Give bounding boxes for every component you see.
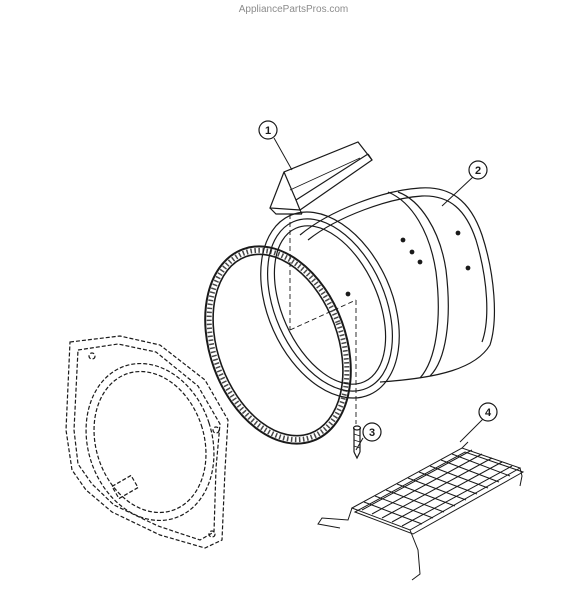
callout-3: 3 <box>362 422 382 442</box>
callout-leaders <box>273 137 485 451</box>
callout-2-number: 2 <box>475 165 481 177</box>
drum-seal-ring <box>204 245 352 445</box>
callout-3-number: 3 <box>369 427 375 439</box>
alignment-guides <box>289 214 357 424</box>
drum <box>260 187 496 399</box>
callout-1-number: 1 <box>265 125 271 137</box>
callout-4-number: 4 <box>485 407 492 419</box>
site-watermark: AppliancePartsPros.com <box>238 4 349 15</box>
front-bulkhead <box>65 335 229 549</box>
drying-rack <box>317 441 525 581</box>
callout-2: 2 <box>468 160 488 180</box>
callout-1: 1 <box>258 120 278 140</box>
screw <box>352 425 362 460</box>
drum-baffle <box>269 141 373 215</box>
callout-4: 4 <box>478 402 498 422</box>
